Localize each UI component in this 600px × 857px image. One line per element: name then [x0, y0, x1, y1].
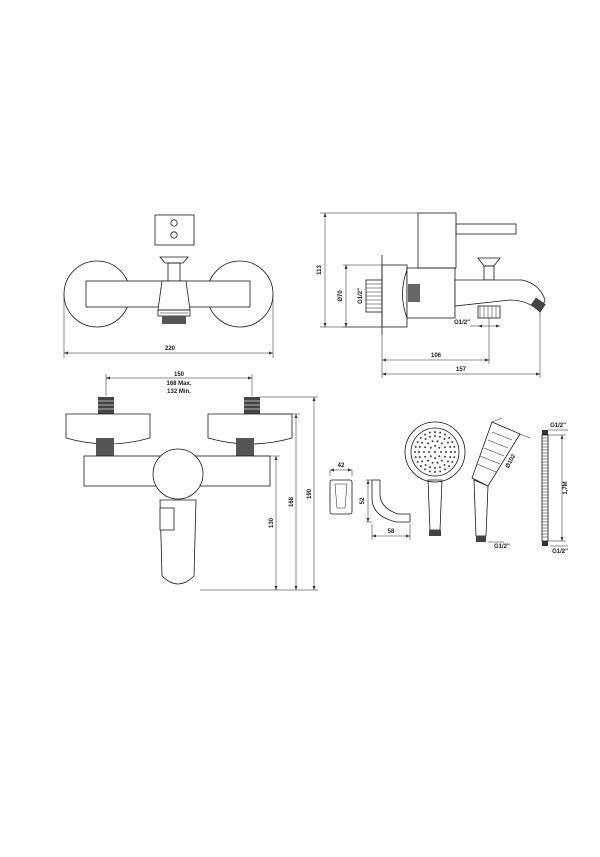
shower-nozzle [428, 431, 431, 434]
shower-nozzle [418, 446, 421, 449]
dim-hose-length: 1,7M [563, 481, 569, 494]
shower-nozzle [424, 438, 427, 441]
shower-nozzle [444, 468, 446, 471]
shower-holder: 42 52 58 [329, 463, 411, 540]
shower-nozzle [429, 466, 432, 469]
dim-bottom-h1: 130 [269, 517, 275, 528]
shower-nozzle [428, 470, 431, 473]
shower-nozzle [449, 455, 452, 458]
dim-bottom-spacing-min: 132 Min. [167, 389, 191, 395]
shower-nozzle [453, 445, 456, 448]
shower-nozzle [443, 455, 446, 458]
shower-nozzle [421, 441, 424, 444]
shower-nozzle [445, 451, 447, 453]
shower-nozzle [440, 442, 443, 445]
front-view: 220 [63, 214, 274, 358]
shower-nozzle [444, 433, 446, 436]
shower-nozzle [429, 446, 432, 449]
side-view: 113 Ø70 G1/2" G1/2" 106 157 [317, 212, 546, 378]
shower-nozzle [429, 455, 432, 458]
shower-nozzle [428, 451, 430, 453]
shower-nozzle [439, 431, 442, 434]
shower-nozzle [440, 459, 443, 462]
dim-side-depth-inner: 106 [431, 353, 442, 359]
shower-nozzle [439, 470, 442, 473]
shower-nozzle [436, 440, 439, 443]
shower-nozzle [446, 441, 449, 444]
dim-hose-top-thread: G1/2" [550, 423, 566, 429]
shower-nozzle [434, 471, 436, 473]
shower-nozzle [419, 436, 422, 439]
shower-nozzle [454, 451, 456, 453]
shower-nozzle [424, 433, 426, 436]
shower-nozzle [450, 451, 452, 453]
dim-side-height: 113 [317, 265, 323, 275]
shower-nozzle [418, 455, 421, 458]
shower-nozzle [449, 446, 452, 449]
shower-nozzle [434, 431, 436, 433]
shower-nozzle [424, 463, 427, 466]
shower-nozzle [434, 457, 436, 459]
dim-hose-bottom-thread: G1/2" [552, 549, 568, 555]
dim-bottom-spacing-max: 168 Max. [166, 381, 191, 387]
shower-nozzle [446, 460, 449, 463]
dim-holder-depth: 58 [388, 529, 395, 535]
dim-side-diameter: Ø70 [338, 290, 344, 302]
dim-side-depth-outer: 157 [456, 367, 467, 373]
shower-nozzle [453, 456, 456, 459]
shower-nozzle [421, 460, 424, 463]
dim-side-inlet-thread: G1/2" [358, 288, 364, 304]
shower-nozzle [419, 465, 422, 468]
shower-nozzle [414, 445, 417, 448]
shower-nozzle [434, 445, 436, 447]
dim-bottom-h3: 190 [307, 488, 313, 499]
shower-nozzle [423, 451, 425, 453]
shower-nozzle [427, 459, 430, 462]
shower-nozzle [414, 451, 416, 453]
shower-nozzle [414, 456, 417, 459]
shower-nozzle [443, 446, 446, 449]
shower-nozzle [416, 441, 419, 443]
dim-bottom-h2: 168 [289, 496, 295, 507]
shower-nozzle [431, 440, 434, 443]
shower-nozzle [438, 455, 441, 458]
shower-nozzle [443, 438, 446, 441]
shower-nozzle [434, 435, 436, 437]
shower-nozzle [418, 451, 420, 453]
bottom-view: 150 168 Max. 132 Min. 130 168 [65, 372, 318, 591]
dim-shower-thread: G1/2" [494, 544, 510, 550]
shower-nozzle [434, 467, 436, 469]
shower-nozzle [416, 461, 419, 463]
shower-nozzle [434, 451, 436, 453]
shower-nozzle [451, 461, 454, 463]
shower-nozzle [427, 442, 430, 445]
dim-side-outlet-thread: G1/2" [454, 320, 470, 326]
hand-shower: Ø102 G1/2" [404, 417, 531, 550]
dim-holder-height: 52 [360, 497, 366, 504]
shower-nozzle [438, 435, 441, 438]
shower-nozzle [448, 465, 451, 468]
dim-holder-width: 42 [338, 463, 345, 469]
shower-nozzle [443, 463, 446, 466]
dim-bottom-spacing: 150 [174, 372, 185, 378]
shower-nozzle [431, 461, 434, 464]
shower-nozzle [436, 461, 439, 464]
shower-nozzle [438, 446, 441, 449]
shower-nozzle [424, 455, 427, 458]
shower-nozzle [424, 446, 427, 449]
shower-hose: G1/2" G1/2" 1,7M [541, 423, 569, 555]
shower-nozzle [429, 435, 432, 438]
shower-nozzle [451, 441, 454, 443]
shower-nozzle [448, 436, 451, 439]
shower-nozzle [440, 451, 442, 453]
dim-front-width: 220 [165, 346, 176, 352]
shower-nozzle [424, 468, 426, 471]
shower-nozzle [438, 466, 441, 469]
